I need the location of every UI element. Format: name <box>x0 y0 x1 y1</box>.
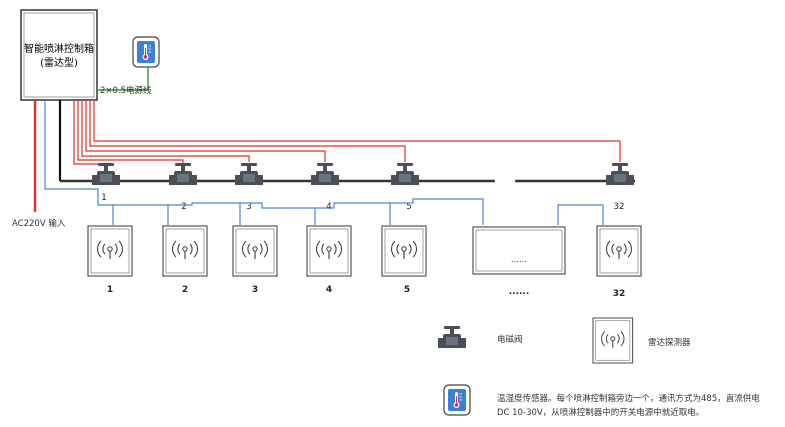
thermometer-sensor-icon <box>132 36 160 68</box>
valve-icon <box>391 163 419 185</box>
radar-signal-wires <box>44 100 604 225</box>
radar-label-4: 4 <box>326 285 332 295</box>
radar-detector-icon <box>162 225 208 277</box>
more-detectors-box: ...... <box>472 226 566 275</box>
valve-label-32: 32 <box>614 202 625 212</box>
radar-detector-icon <box>232 225 278 277</box>
valve-label-5: 5 <box>406 202 411 212</box>
valve-icon <box>235 163 263 185</box>
controller-title-line2: (雷达型) <box>40 56 78 69</box>
valve-label-4: 4 <box>326 202 331 212</box>
controller-box: 智能喷淋控制箱 (雷达型) <box>20 9 98 101</box>
radar-row-ellipsis: ...... <box>509 287 530 297</box>
legend-valve-text: 电磁阀 <box>497 334 523 345</box>
valve-ellipsis: ...... <box>497 174 513 184</box>
valve-control-wires <box>73 100 621 165</box>
legend-sensor-text-line1: 温湿度传感器。每个喷淋控制箱旁边一个，通讯方式为485，直流供电 <box>497 393 760 404</box>
legend: 电磁阀 雷达探测器 温湿度传感器。每个喷淋控制箱旁边一个，通讯方式为485，直流… <box>438 317 760 418</box>
radar-detector-icon <box>596 225 642 277</box>
legend-valve-icon <box>438 326 466 348</box>
valve-label-2: 2 <box>181 202 186 212</box>
legend-radar-text: 雷达探测器 <box>648 337 691 348</box>
radar-label-5: 5 <box>404 285 410 295</box>
power-wire <box>97 67 149 91</box>
more-detectors-ellipsis: ...... <box>511 255 527 265</box>
valve-icon <box>169 163 197 185</box>
legend-sensor-text-line2: DC 10-30V，从喷淋控制器中的开关电源中就近取电。 <box>497 407 704 418</box>
controller-title-line1: 智能喷淋控制箱 <box>24 42 94 55</box>
radar-label-3: 3 <box>252 285 258 295</box>
radar-label-1: 1 <box>107 285 113 295</box>
radar-label-2: 2 <box>182 285 188 295</box>
radar-label-32: 32 <box>613 289 626 299</box>
valve-icon <box>606 163 634 185</box>
valve-icon <box>92 163 120 185</box>
radar-detector-icon <box>306 225 352 277</box>
radar-detector-icon <box>381 225 427 277</box>
legend-radar-icon <box>592 317 634 364</box>
valve-label-3: 3 <box>246 202 251 212</box>
valve-label-1: 1 <box>101 193 106 203</box>
ac-input-label: AC220V 输入 <box>12 218 66 229</box>
wire-label: 2×0.5电源线 <box>100 85 152 96</box>
valve-icon <box>311 163 339 185</box>
radar-detector-icon <box>87 225 133 277</box>
legend-thermometer-icon <box>443 384 471 416</box>
